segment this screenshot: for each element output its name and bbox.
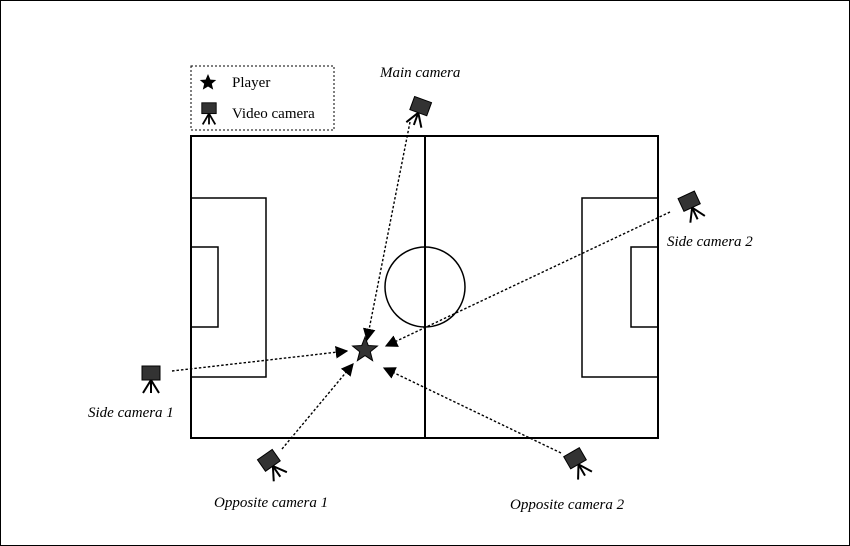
left-goal-area (190, 246, 219, 328)
legend: Player Video camera (190, 65, 335, 131)
video-camera-icon (201, 102, 217, 125)
legend-label-video-camera: Video camera (232, 106, 315, 122)
star-icon (199, 74, 217, 90)
opposite-camera-2-sightline (382, 367, 562, 454)
opposite-camera-1-icon (256, 448, 289, 483)
left-penalty-area (190, 197, 267, 378)
side-camera-2-label: Side camera 2 (667, 234, 753, 250)
opposite-camera-2-icon (562, 446, 594, 482)
side-camera-2-sightline (384, 211, 671, 347)
player-star-icon (351, 335, 379, 362)
opposite-camera-1-label: Opposite camera 1 (214, 495, 328, 511)
side-camera-1-label: Side camera 1 (88, 405, 174, 421)
legend-label-player: Player (232, 75, 270, 91)
side-camera-2-icon (677, 190, 707, 225)
football-pitch (190, 135, 659, 439)
legend-box (190, 65, 335, 131)
opposite-camera-1-sightline (281, 363, 354, 450)
main-camera-sightline (363, 121, 411, 342)
main-camera-label: Main camera (379, 65, 460, 81)
right-goal-area (630, 246, 659, 328)
side-camera-1-sightline (171, 346, 349, 372)
side-camera-1-icon (141, 365, 161, 394)
opposite-camera-2-label: Opposite camera 2 (510, 497, 625, 513)
right-penalty-area (581, 197, 659, 378)
